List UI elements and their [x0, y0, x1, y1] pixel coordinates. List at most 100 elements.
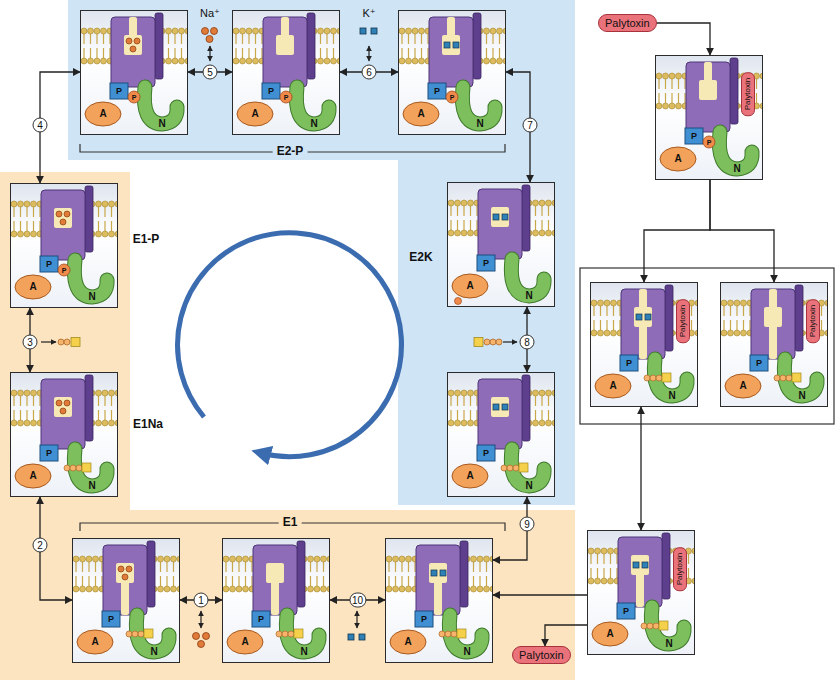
lipid-tail: [541, 206, 542, 230]
lipid-head: [185, 28, 188, 34]
alpha-subunit: [111, 17, 155, 87]
potassium-ion: [633, 562, 639, 568]
pump-state-panel: PalytoxinPPAN: [655, 55, 763, 180]
lipid-head: [399, 28, 405, 34]
phosphate-group: [513, 465, 519, 471]
lipid-head: [327, 586, 330, 592]
n-domain-label: N: [668, 391, 675, 401]
adenosine: [144, 629, 153, 638]
lipid-head: [760, 73, 763, 79]
lipid-head: [24, 231, 30, 237]
cavity: [116, 563, 134, 583]
lipid-head: [31, 201, 37, 207]
step-number: 1: [194, 593, 209, 608]
potassium-ions: [348, 611, 365, 640]
cavity: [704, 62, 712, 84]
a-domain: [660, 147, 696, 171]
lipid-tail: [242, 34, 243, 58]
lipid-head: [81, 58, 87, 64]
lipid-tail: [83, 34, 84, 58]
ion-label: K⁺: [362, 7, 375, 19]
beta-subunit: [665, 285, 673, 351]
lipid-tail: [26, 207, 27, 231]
atp-symbol: [501, 463, 528, 472]
reaction-arrow: [710, 180, 774, 282]
lipid-head: [721, 300, 727, 306]
lipid-head: [595, 578, 601, 584]
phosphate-group: [126, 631, 132, 637]
atp-symbol: [126, 629, 153, 638]
lipid-head: [601, 548, 607, 554]
p-domain: [750, 355, 768, 371]
adenosine: [659, 621, 668, 630]
lipid-tail: [492, 562, 493, 586]
lipid-tail: [109, 34, 110, 58]
lipid-head: [399, 586, 405, 592]
lipid-head: [321, 556, 327, 562]
lipid-head: [546, 200, 552, 206]
lipid-tail: [333, 34, 334, 58]
lipid-tail: [13, 207, 14, 231]
phosphate-group: [501, 465, 507, 471]
p-domain-label: P: [483, 259, 489, 268]
lipid-head: [728, 300, 734, 306]
lipid-head: [760, 103, 763, 109]
a-domain: [725, 374, 761, 398]
lipid-head: [741, 330, 747, 336]
lipid-tails: [451, 396, 555, 420]
ion-label: Na⁺: [200, 7, 220, 19]
lipid-head: [185, 58, 188, 64]
cavity: [54, 208, 72, 228]
reaction-arrow: [640, 407, 641, 530]
phosphate-group: [451, 631, 457, 637]
pump-state-panel: PPAN: [232, 10, 340, 135]
cavity: [434, 579, 442, 615]
beta-subunit: [730, 58, 738, 124]
lipid-head: [484, 28, 490, 34]
pump-illustration: [81, 11, 188, 135]
lipid-head: [386, 556, 392, 562]
toxin-label: Palytoxin: [673, 547, 687, 591]
lipid-head: [471, 556, 477, 562]
lipid-head: [484, 58, 490, 64]
a-domain: [15, 275, 51, 299]
a-domain-label: A: [609, 381, 616, 391]
potassium-ions: [444, 42, 459, 48]
lipid-tail: [96, 34, 97, 58]
lipid-tail: [736, 306, 737, 330]
lipid-head: [552, 390, 555, 396]
lipid-tail: [463, 396, 464, 420]
lipid-head: [177, 556, 180, 562]
p-domain: [262, 83, 280, 99]
lipid-tail: [450, 396, 451, 420]
lipid-tail: [671, 79, 672, 103]
pump-illustration: [223, 539, 330, 663]
potassium-ion: [636, 314, 642, 320]
lipid-head: [461, 200, 467, 206]
palytoxin-state-box: [580, 268, 834, 424]
lipid-head: [490, 586, 493, 592]
lipid-head: [96, 201, 102, 207]
p-domain-label: P: [108, 615, 114, 624]
lipid-head: [412, 58, 418, 64]
step-number: 2: [33, 538, 48, 553]
phosphate-group: [644, 375, 650, 381]
lipid-tail: [457, 206, 458, 230]
lipid-head: [115, 231, 118, 237]
lipid-head: [172, 28, 178, 34]
lipid-head: [96, 420, 102, 426]
n-domain-label: N: [88, 481, 95, 491]
lipid-head: [468, 200, 474, 206]
p-domain-label: P: [434, 87, 440, 96]
lipid-tail: [245, 562, 246, 586]
lipid-head: [601, 578, 607, 584]
lipid-head: [595, 548, 601, 554]
atp-symbol: [474, 338, 517, 347]
alpha-subunit: [41, 190, 85, 260]
lipid-tail: [408, 562, 409, 586]
lipid-tail: [590, 554, 591, 578]
state-label: E2-P: [273, 145, 308, 158]
pump-state-panel: PPAN: [398, 10, 506, 135]
phosphate-group: [64, 465, 70, 471]
lipid-head: [337, 58, 340, 64]
